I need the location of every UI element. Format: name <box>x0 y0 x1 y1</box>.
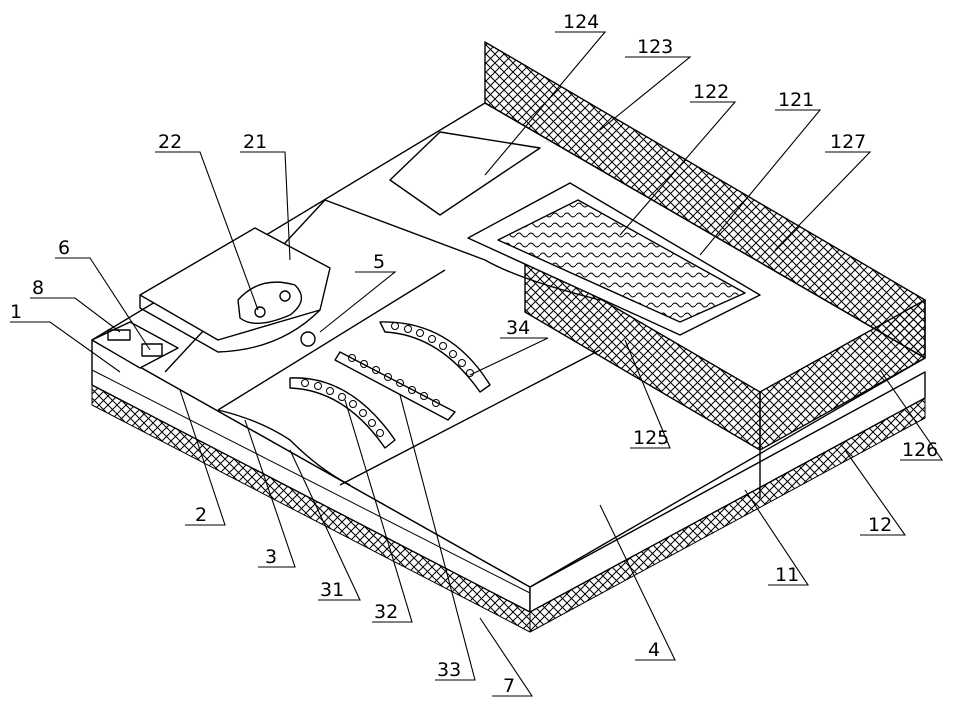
label-31: 31 <box>320 579 344 601</box>
label-22: 22 <box>158 131 182 153</box>
label-7: 7 <box>503 675 515 697</box>
label-32: 32 <box>374 601 398 623</box>
label-121: 121 <box>778 89 814 111</box>
label-5: 5 <box>373 251 385 273</box>
label-2: 2 <box>195 504 207 526</box>
label-124: 124 <box>563 11 599 33</box>
mat-top <box>92 103 925 587</box>
label-127: 127 <box>830 131 866 153</box>
label-3: 3 <box>265 546 277 568</box>
label-126: 126 <box>902 439 938 461</box>
label-122: 122 <box>693 81 729 103</box>
label-33: 33 <box>437 659 461 681</box>
label-8: 8 <box>32 277 44 299</box>
label-6: 6 <box>58 237 70 259</box>
label-21: 21 <box>243 131 267 153</box>
label-11: 11 <box>775 564 799 586</box>
label-123: 123 <box>637 36 673 58</box>
label-125: 125 <box>633 427 669 449</box>
label-1: 1 <box>10 301 22 323</box>
label-12: 12 <box>868 514 892 536</box>
label-4: 4 <box>648 639 660 661</box>
label-34: 34 <box>506 317 530 339</box>
